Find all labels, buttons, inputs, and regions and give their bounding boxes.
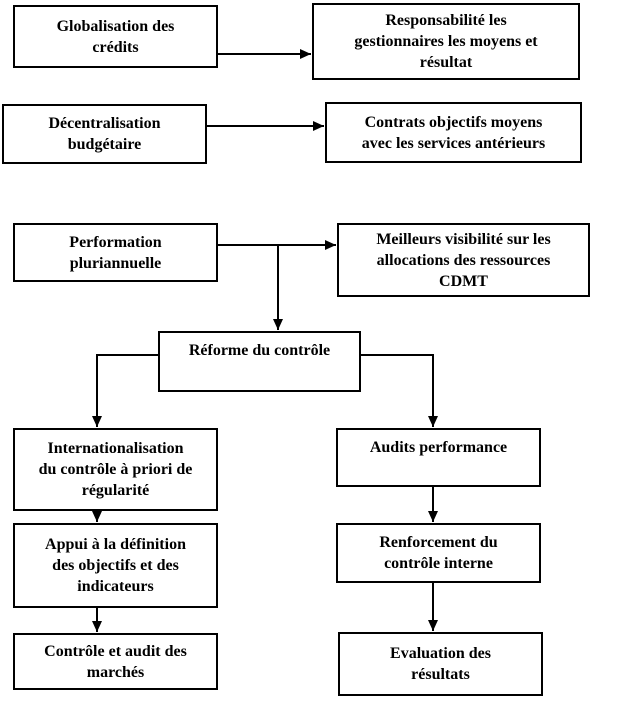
node-decentralisation-budgetaire: Décentralisation budgétaire (2, 104, 207, 164)
node-globalisation-des-credits: Globalisation des crédits (13, 5, 218, 68)
node-reforme-du-controle: Réforme du contrôle (158, 331, 361, 392)
node-meilleurs-visibilite-cdmt: Meilleurs visibilité sur les allocations… (337, 223, 590, 297)
arrow-reforme-to-internationalisation (92, 354, 158, 427)
arrow-reforme-to-audits (361, 354, 438, 427)
node-contrats-objectifs-moyens: Contrats objectifs moyens avec les servi… (325, 102, 582, 163)
node-performation-pluriannuelle: Performation pluriannuelle (13, 223, 218, 282)
node-renforcement-controle-interne: Renforcement du contrôle interne (336, 523, 541, 583)
node-appui-definition-objectifs: Appui à la définition des objectifs et d… (13, 523, 218, 608)
node-internationalisation-controle: Internationalisation du contrôle à prior… (13, 428, 218, 511)
node-controle-audit-marches: Contrôle et audit des marchés (13, 633, 218, 690)
node-responsabilite-gestionnaires: Responsabilité les gestionnaires les moy… (312, 3, 580, 80)
node-evaluation-resultats: Evaluation des résultats (338, 632, 543, 696)
node-audits-performance: Audits performance (336, 428, 541, 487)
